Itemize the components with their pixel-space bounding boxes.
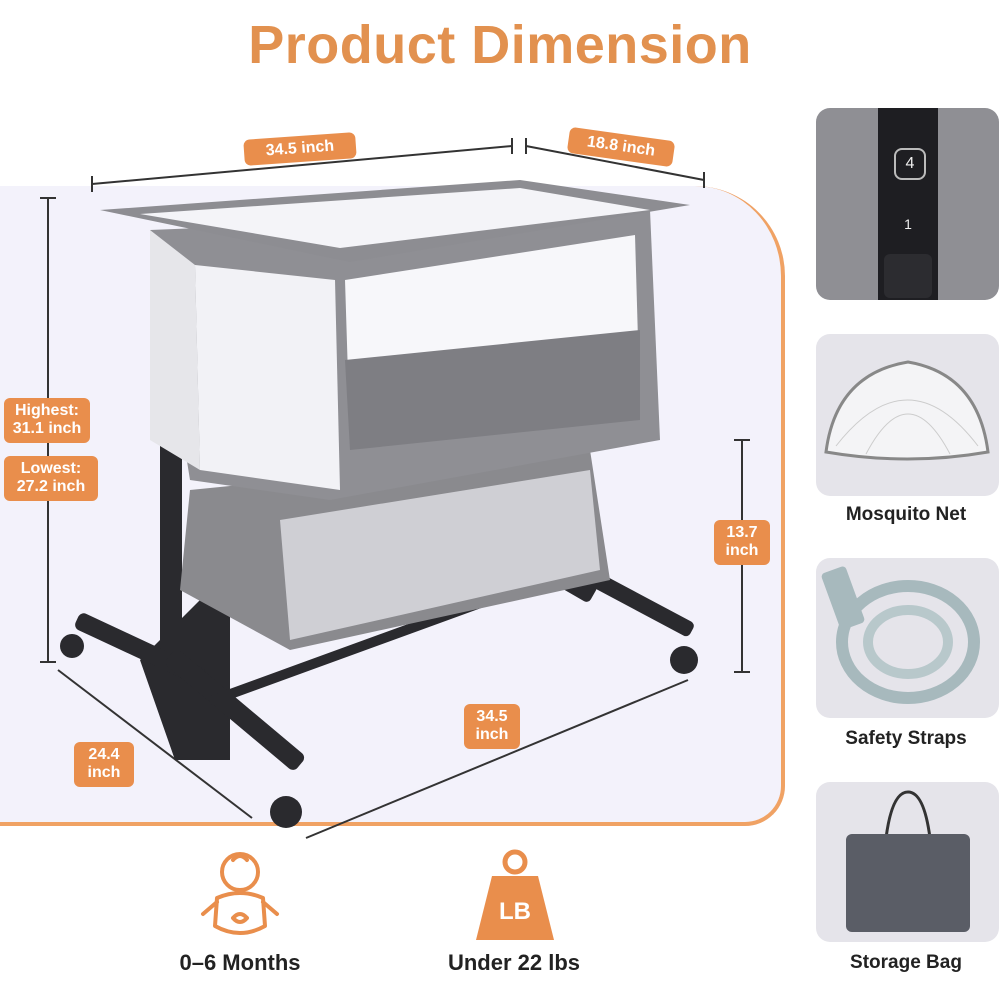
mosquito-net-thumbnail: [816, 334, 999, 496]
leg-height-unit: inch: [725, 542, 759, 560]
baby-icon: [201, 852, 279, 935]
height-adjuster-thumbnail: 4 1: [816, 108, 999, 300]
leg-height-label: 13.7 inch: [714, 520, 770, 565]
bassinet-body: [100, 180, 690, 500]
base-width-unit: inch: [87, 764, 121, 782]
highest-label-text: Highest:: [15, 402, 79, 419]
safety-straps-caption: Safety Straps: [845, 728, 967, 749]
storage-basket: [180, 450, 610, 650]
highest-height-label: Highest: 31.1 inch: [4, 398, 90, 443]
weight-icon: [476, 849, 554, 940]
base-length-label: 34.5 inch: [464, 704, 520, 749]
lowest-height-label: Lowest: 27.2 inch: [4, 456, 98, 501]
leg-height-value: 13.7: [726, 524, 758, 541]
weight-caption: Under 22 lbs: [447, 950, 581, 975]
storage-bag-thumbnail: [816, 782, 999, 942]
weight-icon-text: LB: [499, 898, 531, 925]
storage-bag-caption: Storage Bag: [850, 952, 962, 973]
base-width-value: 24.4: [88, 746, 120, 763]
safety-straps-icon: [821, 566, 980, 704]
product-panel-border: [0, 186, 785, 826]
lowest-label-text: Lowest:: [20, 460, 82, 477]
adjuster-button: [884, 254, 932, 298]
age-caption: 0–6 Months: [179, 950, 301, 975]
base-length-value: 34.5: [476, 708, 508, 725]
page-title: Product Dimension: [248, 15, 752, 75]
mosquito-net-icon: [824, 360, 990, 461]
base-width-label: 24.4 inch: [74, 742, 134, 787]
lowest-value-text: 27.2 inch: [16, 478, 86, 496]
storage-bag-icon: [846, 790, 970, 932]
height-indicator-top: 4: [894, 148, 926, 180]
base-length-unit: inch: [475, 726, 509, 744]
height-indicator-bottom: 1: [904, 216, 912, 232]
mosquito-net-caption: Mosquito Net: [845, 504, 967, 525]
highest-value-text: 31.1 inch: [12, 420, 82, 438]
safety-straps-thumbnail: [816, 558, 999, 718]
